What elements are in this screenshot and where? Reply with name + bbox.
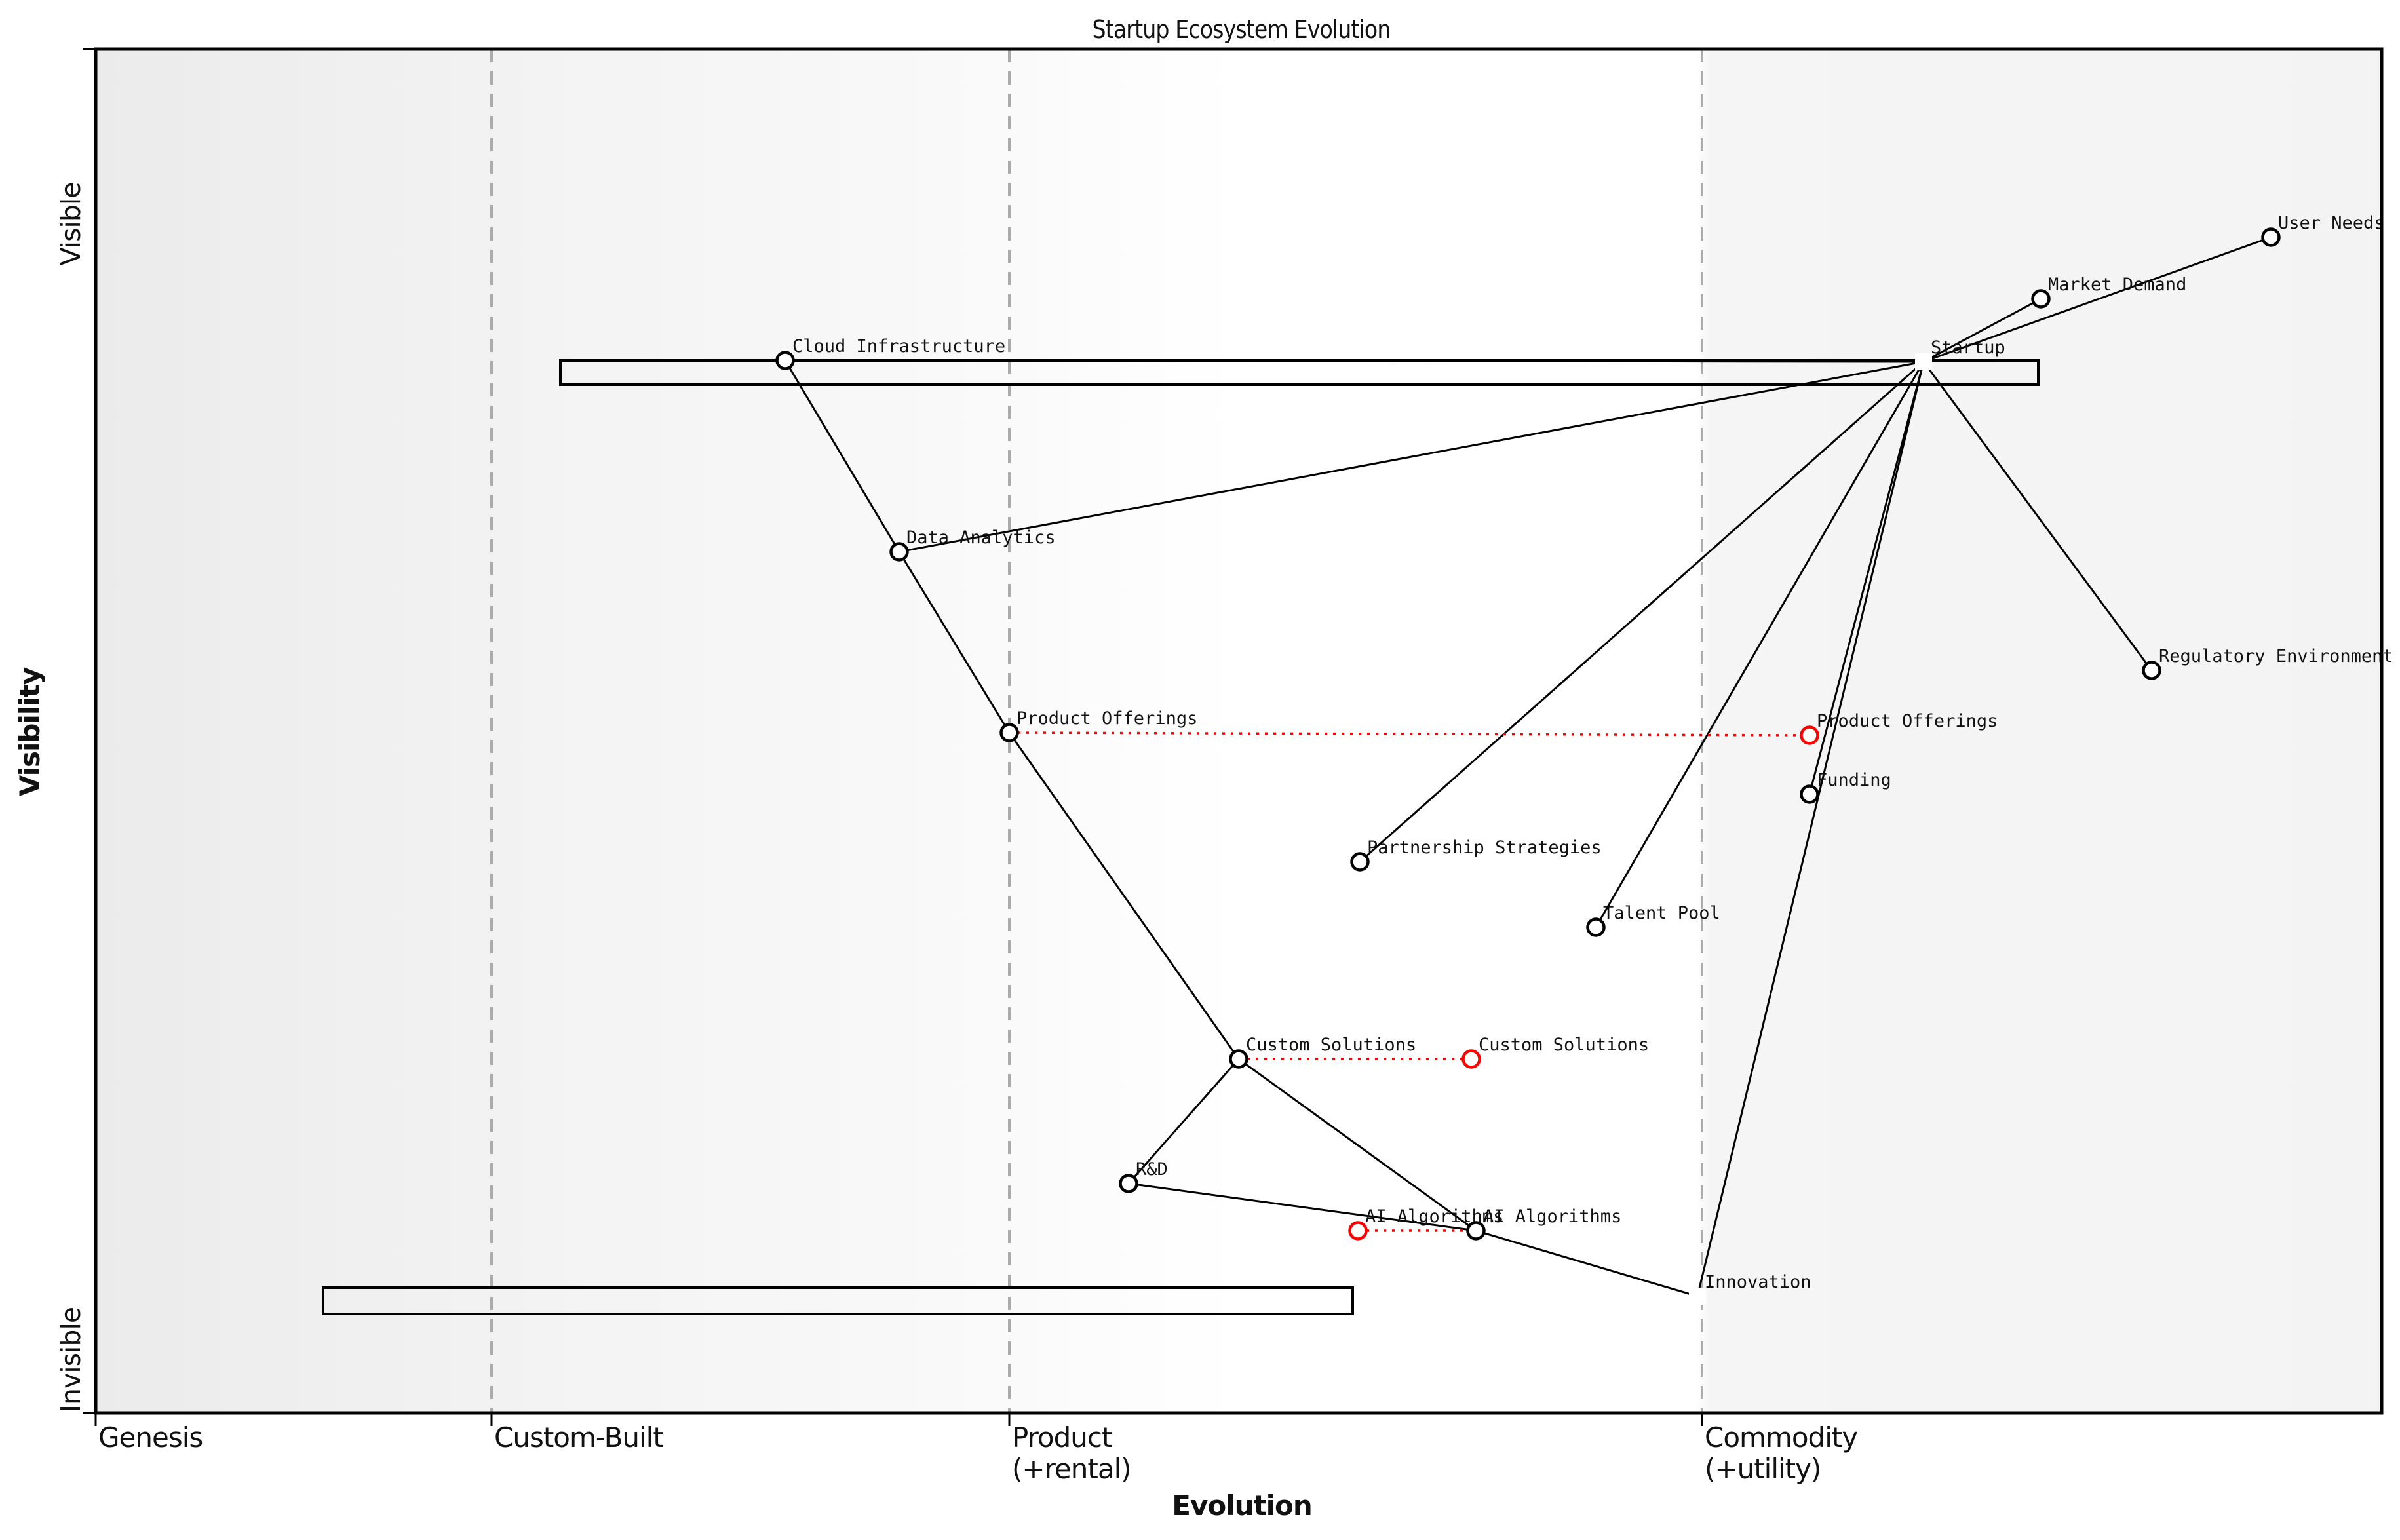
- node-custom_solutions_evolved: [1461, 1049, 1481, 1069]
- stage-labels-layer: Genesis Custom-Built Product(+rental) Commo…: [98, 1421, 1858, 1485]
- x-tick-label-0: Genesis: [98, 1421, 203, 1453]
- y-tick-label-invisible: Invisible: [55, 1307, 87, 1412]
- node-label-talent_pool: Talent Pool: [1603, 903, 1720, 923]
- edge-startup-cloud_infrastructure: [784, 359, 1924, 363]
- edge-rnd-ai_algorithms: [1128, 1182, 1477, 1232]
- plot-frame-layer: [83, 47, 2384, 1426]
- x-tick-label-3: Commodity(+utility): [1705, 1421, 1857, 1485]
- x-tick-label-2: Product(+rental): [1012, 1421, 1131, 1485]
- node-label-product_offerings: Product Offerings: [1016, 708, 1197, 729]
- x-axis-title: Evolution: [1172, 1490, 1311, 1522]
- node-ai_algorithms_evolved: [1348, 1221, 1368, 1241]
- node-innovation: [1689, 1288, 1706, 1305]
- node-product_offerings: [999, 723, 1019, 742]
- edge-cloud_infrastructure-data_analytics: [784, 360, 900, 552]
- edge-startup-partnership_strategies: [1359, 360, 1924, 863]
- node-regulatory_environment: [2142, 661, 2161, 680]
- edge-startup-market_demand: [1923, 298, 2042, 363]
- node-ai_algorithms: [1466, 1221, 1486, 1241]
- node-label-startup: Startup: [1931, 337, 2005, 358]
- edge-custom_solutions-rnd: [1127, 1058, 1240, 1184]
- plot-background-layer: [96, 49, 2382, 1413]
- node-cloud_infrastructure: [775, 351, 795, 370]
- node-startup: [1915, 353, 1932, 370]
- node-label-ai_algorithms_evolved: AI Algorithms: [1365, 1206, 1503, 1227]
- edge-startup-innovation: [1696, 361, 1925, 1297]
- node-label-funding: Funding: [1817, 770, 1891, 790]
- nodes-layer: [775, 227, 2281, 1305]
- edge-startup-user_needs: [1923, 236, 2272, 363]
- evolve-links-layer: [1009, 731, 1810, 1232]
- edge-startup-regulatory_environment: [1922, 361, 2153, 671]
- edge-data_analytics-product_offerings: [898, 551, 1011, 733]
- node-custom_solutions: [1229, 1049, 1248, 1069]
- node-label-partnership_strategies: Partnership Strategies: [1367, 837, 1602, 858]
- node-label-rnd: R&D: [1136, 1159, 1168, 1180]
- node-label-user_needs: User Needs: [2278, 213, 2385, 233]
- node-label-innovation: Innovation: [1705, 1272, 1811, 1292]
- y-tick-label-visible: Visible: [55, 183, 87, 266]
- pipeline-box: [322, 1286, 1354, 1315]
- plot-background: [96, 49, 2382, 1413]
- node-label-cloud_infrastructure: Cloud Infrastructure: [792, 336, 1005, 356]
- node-user_needs: [2261, 227, 2281, 247]
- chart-title: Startup Ecosystem Evolution: [1093, 15, 1391, 44]
- node-label-product_offerings_evolved: Product Offerings: [1817, 711, 1998, 731]
- stage-gridlines-layer: [490, 49, 1703, 1413]
- node-partnership_strategies: [1350, 852, 1370, 872]
- node-label-regulatory_environment: Regulatory Environment: [2159, 646, 2393, 666]
- edge-product_offerings-custom_solutions: [1008, 732, 1240, 1060]
- edge-ai_algorithms-innovation: [1475, 1229, 1698, 1298]
- edge-startup-talent_pool: [1595, 361, 1925, 928]
- x-tick-label-1: Custom-Built: [494, 1421, 663, 1453]
- edge-startup-data_analytics: [899, 360, 1924, 553]
- edge-startup-funding: [1808, 361, 1925, 795]
- node-product_offerings_evolved: [1800, 725, 1819, 745]
- node-rnd: [1119, 1174, 1138, 1193]
- node-data_analytics: [889, 542, 909, 562]
- node-talent_pool: [1586, 917, 1606, 937]
- node-label-market_demand: Market Demand: [2048, 275, 2186, 295]
- plot-border: [94, 47, 2384, 1415]
- node-label-ai_algorithms: AI Algorithms: [1483, 1206, 1621, 1227]
- node-label-custom_solutions: Custom Solutions: [1246, 1035, 1416, 1055]
- edges-layer: [784, 236, 2272, 1298]
- node-funding: [1800, 784, 1819, 804]
- node-market_demand: [2031, 289, 2051, 309]
- edge-custom_solutions-ai_algorithms: [1238, 1058, 1477, 1232]
- node-label-custom_solutions_evolved: Custom Solutions: [1479, 1035, 1649, 1055]
- node-label-data_analytics: Data Analytics: [906, 528, 1056, 548]
- evolve-link-product_offerings: [1009, 731, 1810, 737]
- y-axis-title: Visibility: [14, 667, 46, 796]
